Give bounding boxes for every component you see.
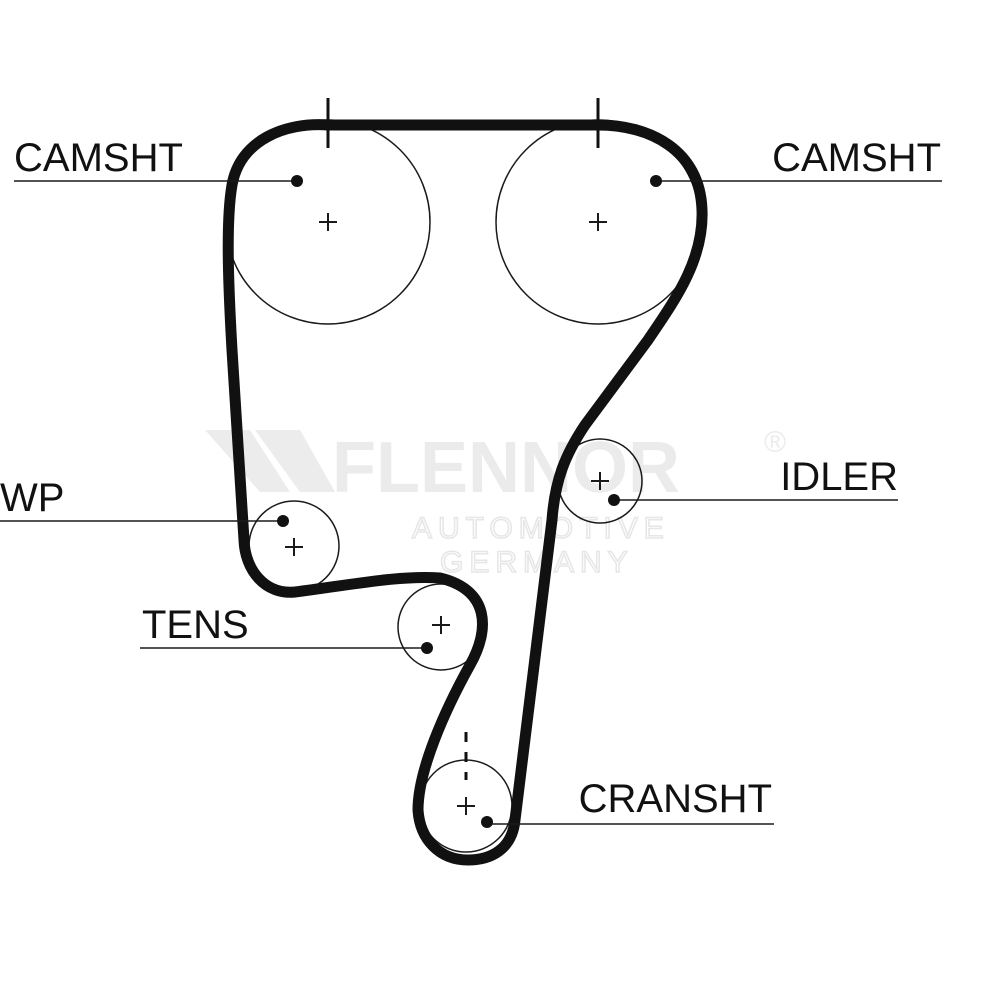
watermark-line2: GERMANY [440, 546, 634, 579]
watermark-brand: FLENNOR [332, 428, 680, 508]
crankshaft-leader [481, 816, 774, 828]
camshaft-left-leader [14, 175, 303, 187]
flennor-logo-mark [205, 430, 335, 492]
watermark-line1: AUTOMOTIVE [412, 512, 670, 545]
camshaft-right-leader [650, 175, 942, 187]
tensioner-leader [140, 642, 433, 654]
tensioner-label: TENS [142, 603, 249, 647]
timing-belt [222, 119, 708, 866]
idler-leader [608, 494, 898, 506]
idler-label: IDLER [780, 455, 898, 499]
watermark: FLENNOR ® AUTOMOTIVE GERMANY [205, 426, 786, 580]
watermark-registered: ® [764, 426, 786, 459]
camshaft-right-label: CAMSHT [772, 136, 941, 180]
water-pump-label: WP [0, 476, 64, 520]
water-pump-leader [0, 515, 289, 527]
camshaft-left-label: CAMSHT [14, 136, 183, 180]
crankshaft-label: CRANSHT [579, 777, 772, 821]
